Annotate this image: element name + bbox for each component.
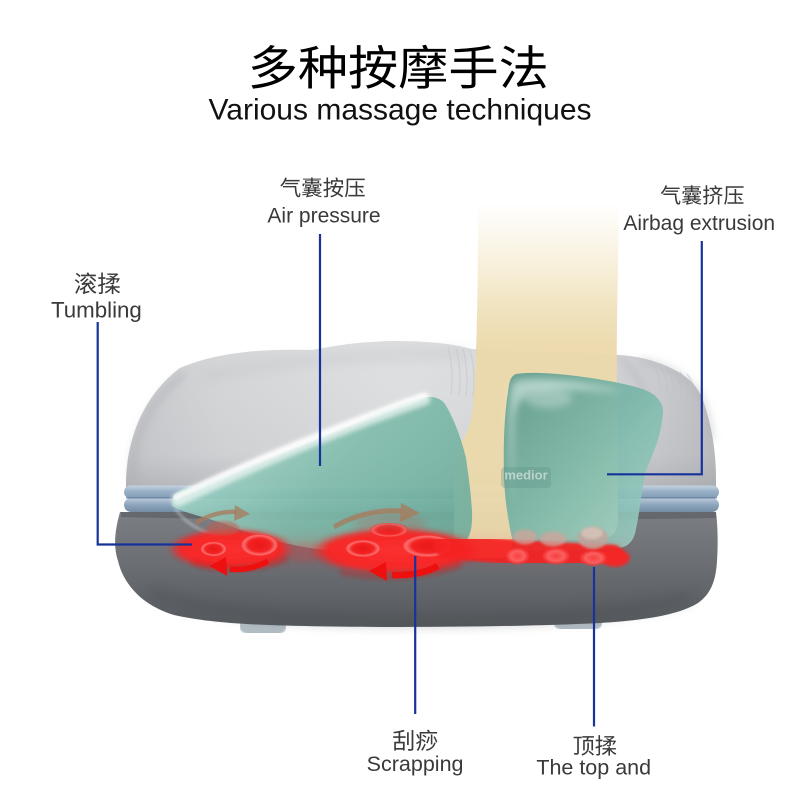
svg-text:Airbag extrusion: Airbag extrusion xyxy=(623,212,775,235)
svg-text:Tumbling: Tumbling xyxy=(51,298,142,323)
svg-text:Scrapping: Scrapping xyxy=(367,752,464,776)
svg-text:Various massage techniques: Various massage techniques xyxy=(209,94,592,127)
svg-text:medior: medior xyxy=(504,468,547,483)
svg-text:Air pressure: Air pressure xyxy=(267,204,380,227)
svg-text:The top and: The top and xyxy=(536,756,651,780)
